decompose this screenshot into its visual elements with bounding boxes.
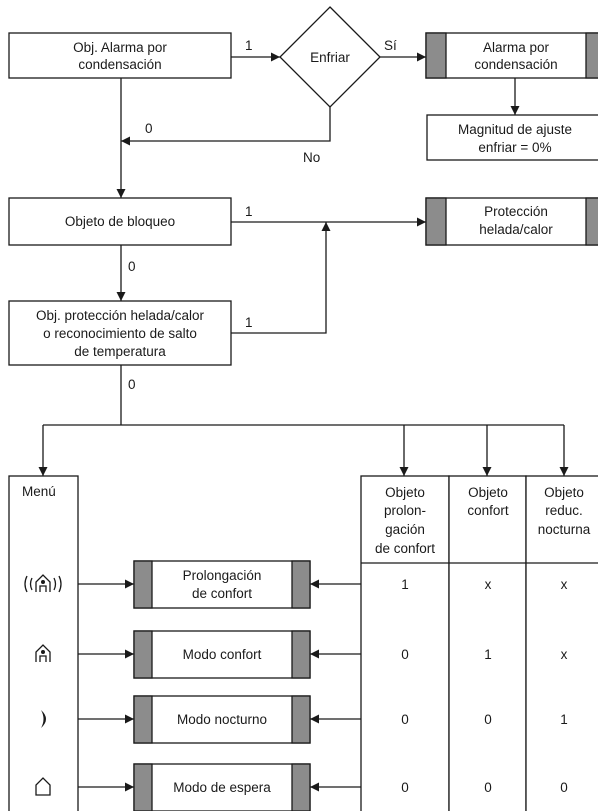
col2-header-line-1: Objeto xyxy=(468,485,508,500)
table-row: Modo de espera 0 0 0 xyxy=(35,763,568,811)
col3-header-line-3: nocturna xyxy=(538,522,591,537)
menu-header: Menú xyxy=(22,484,56,499)
cell-r1-c1: 1 xyxy=(401,577,409,592)
night-mode-icon xyxy=(41,710,46,728)
alarm-object-box: Obj. Alarma por condensación xyxy=(8,32,232,79)
object-columns xyxy=(360,475,598,811)
protection-object-line-1: Obj. protección helada/calor xyxy=(36,308,205,323)
col-comfort xyxy=(448,475,527,811)
alarm-result-line-2: condensación xyxy=(474,57,557,72)
table-row: Prolongación de confort 1 x x xyxy=(24,560,568,609)
col-night xyxy=(525,475,598,811)
col3-header-line-1: Objeto xyxy=(544,485,584,500)
mode-comfort-label: Modo confort xyxy=(183,647,262,662)
alarm-object-line-1: Obj. Alarma por xyxy=(73,40,167,55)
label-block-0: 0 xyxy=(128,259,136,274)
col1-header-line-1: Objeto xyxy=(385,485,425,500)
col3-header-line-2: reduc. xyxy=(545,503,583,518)
protection-object-box: Obj. protección helada/calor o reconocim… xyxy=(8,300,232,366)
col2-header-line-2: confort xyxy=(467,503,509,518)
standby-mode-icon xyxy=(35,777,51,796)
cell-r4-c3: 0 xyxy=(560,780,568,795)
table-row: Modo confort 0 1 x xyxy=(35,630,568,679)
cell-r3-c1: 0 xyxy=(401,712,409,727)
mode-box-comfort xyxy=(133,630,311,679)
arrow-decision-no xyxy=(121,107,331,146)
mode-night-label: Modo nocturno xyxy=(177,712,267,727)
mode-standby-label: Modo de espera xyxy=(173,780,271,795)
mode-prolongation-line-2: de confort xyxy=(192,586,252,601)
protection-result-line-1: Protección xyxy=(484,204,548,219)
label-prot-1: 1 xyxy=(245,315,253,330)
cell-r1-c2: x xyxy=(485,577,492,592)
label-alarm-1: 1 xyxy=(245,38,253,53)
table-row: Modo nocturno 0 0 1 xyxy=(41,695,568,744)
label-prot-0: 0 xyxy=(128,377,136,392)
label-zero-1: 0 xyxy=(145,121,153,136)
mode-box-prolongation xyxy=(133,560,311,609)
mode-prolongation-line-1: Prolongación xyxy=(183,568,262,583)
cell-r3-c3: 1 xyxy=(560,712,568,727)
cell-r2-c2: 1 xyxy=(484,647,492,662)
cool-decision-diamond: Enfriar xyxy=(279,6,381,108)
protection-object-line-3: de temperatura xyxy=(74,344,166,359)
col1-header-line-4: de confort xyxy=(375,541,435,556)
protection-result-box: Protección helada/calor xyxy=(425,197,598,246)
cell-r4-c1: 0 xyxy=(401,780,409,795)
label-block-1: 1 xyxy=(245,204,253,219)
label-no: No xyxy=(303,150,320,165)
alarm-object-line-2: condensación xyxy=(78,57,161,72)
protection-result-line-2: helada/calor xyxy=(479,222,553,237)
comfort-mode-icon xyxy=(35,644,51,662)
cell-r2-c3: x xyxy=(561,647,568,662)
col1-header-line-3: gación xyxy=(385,522,425,537)
alarm-result-box: Alarma por condensación xyxy=(425,32,598,79)
mode-box-standby xyxy=(133,763,311,811)
block-object-box: Objeto de bloqueo xyxy=(8,197,232,246)
col-prolongation xyxy=(360,475,450,811)
set-value-box: Magnitud de ajuste enfriar = 0% xyxy=(426,114,598,161)
cell-r3-c2: 0 xyxy=(484,712,492,727)
protection-object-line-2: o reconocimiento de salto xyxy=(43,326,197,341)
alarm-result-line-1: Alarma por xyxy=(483,40,550,55)
arrow-protobj-up xyxy=(231,222,331,334)
block-object-label: Objeto de bloqueo xyxy=(65,214,175,229)
label-si: Sí xyxy=(384,38,397,53)
col1-header-line-2: prolon- xyxy=(384,503,426,518)
comfort-extension-icon xyxy=(24,574,62,593)
cell-r4-c2: 0 xyxy=(484,780,492,795)
cell-r2-c1: 0 xyxy=(401,647,409,662)
set-value-line-2: enfriar = 0% xyxy=(478,140,551,155)
cool-decision-label: Enfriar xyxy=(310,50,350,65)
menu-column xyxy=(8,475,79,811)
set-value-line-1: Magnitud de ajuste xyxy=(458,122,572,137)
cell-r1-c3: x xyxy=(561,577,568,592)
